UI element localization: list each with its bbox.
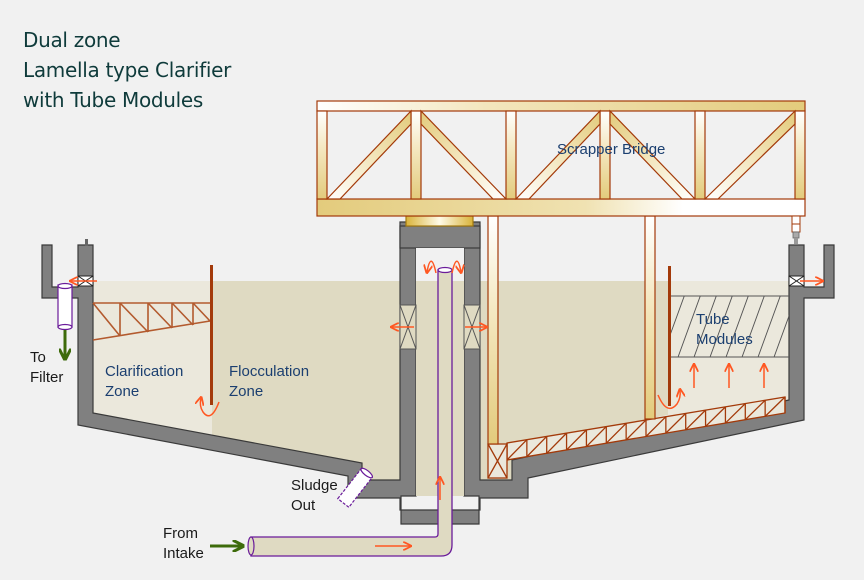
label-scrapper-bridge: Scrapper Bridge	[557, 141, 666, 158]
label-from-intake-line1: From	[163, 525, 198, 542]
clarification-zone-water	[93, 281, 212, 440]
label-clarification-line2: Zone	[105, 383, 140, 400]
scraper-diagonal	[764, 396, 786, 417]
scraper-diagonal	[705, 406, 726, 427]
label-clarification-zone: Clarification Zone	[105, 362, 183, 402]
scraper-diagonal	[645, 416, 667, 437]
scraper-diagonal	[605, 422, 627, 444]
label-tube-modules-line2: Modules	[696, 331, 753, 348]
arrow-column-top-right	[451, 260, 461, 273]
flocculation-zone-water	[212, 281, 400, 480]
scraper-diagonal	[724, 403, 746, 424]
scraper-diagonal	[526, 435, 548, 458]
title-line-1: Dual zone	[23, 28, 121, 52]
tube-modules	[671, 295, 789, 358]
label-to-filter-line2: Filter	[30, 369, 64, 386]
label-sludge-out-line1: Sludge	[291, 477, 338, 494]
label-flocculation-zone: Flocculation Zone	[229, 362, 309, 402]
scrapper-bridge	[316, 100, 806, 445]
label-to-filter: To Filter	[30, 348, 63, 388]
label-tube-modules: Tube Modules	[696, 310, 753, 350]
scraper-diagonal	[585, 426, 607, 448]
left-lamella-frame	[92, 302, 211, 341]
sludge-out-pipe	[336, 467, 374, 509]
arrow-column-top-left	[427, 260, 437, 273]
filter-outlet-pipe	[57, 282, 73, 331]
center-column-cap	[399, 225, 481, 249]
title-line-2: Lamella type Clarifier	[23, 58, 232, 82]
label-sludge-out: Sludge Out	[291, 476, 338, 516]
title-line-3: with Tube Modules	[23, 88, 204, 112]
label-tube-modules-line1: Tube	[696, 311, 730, 328]
label-from-intake-line2: Intake	[163, 545, 204, 562]
label-flocculation-line2: Zone	[229, 383, 264, 400]
scraper-diagonal	[506, 439, 528, 461]
scraper-diagonal	[566, 429, 587, 451]
label-clarification-line1: Clarification	[105, 363, 184, 380]
scraper-diagonal	[625, 419, 647, 441]
green-arrows	[65, 330, 242, 546]
label-from-intake: From Intake	[163, 524, 204, 564]
left-baffle	[210, 265, 213, 405]
label-sludge-out-line2: Out	[291, 497, 316, 514]
bridge-hub	[405, 215, 474, 227]
right-flocculation-water	[480, 281, 668, 480]
bridge-leg-right	[644, 215, 656, 420]
flow-arrows	[71, 260, 822, 546]
label-flocculation-line1: Flocculation	[229, 363, 310, 380]
arrow-right-baffle-u	[657, 390, 680, 410]
bridge-leg-left	[487, 215, 499, 445]
scraper-diagonal	[685, 409, 707, 431]
scraper-diagonal	[546, 432, 568, 454]
diagram-title: Dual zone Lamella type Clarifier with Tu…	[23, 25, 231, 115]
scraper-diagonal	[744, 399, 766, 421]
right-baffle	[668, 266, 671, 406]
bottom-scraper-frame	[487, 396, 786, 479]
label-to-filter-line1: To	[30, 349, 46, 366]
arrow-left-baffle-u	[200, 398, 220, 417]
scraper-diagonal	[665, 412, 687, 434]
bridge-wheel-hanger	[791, 215, 801, 244]
left-post	[85, 239, 88, 246]
